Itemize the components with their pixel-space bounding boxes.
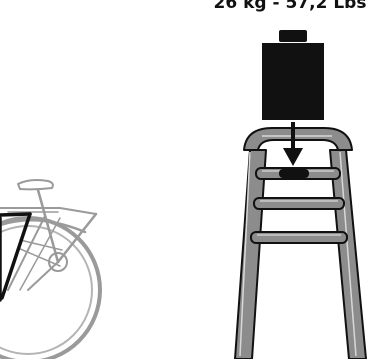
bike-rack-illustration: [235, 128, 366, 359]
load-point-marker: [279, 169, 309, 178]
weight-block-icon: [262, 30, 324, 120]
bicycle-illustration: [0, 180, 100, 359]
weight-label: 26 kg - 57,2 Lbs: [190, 0, 382, 12]
